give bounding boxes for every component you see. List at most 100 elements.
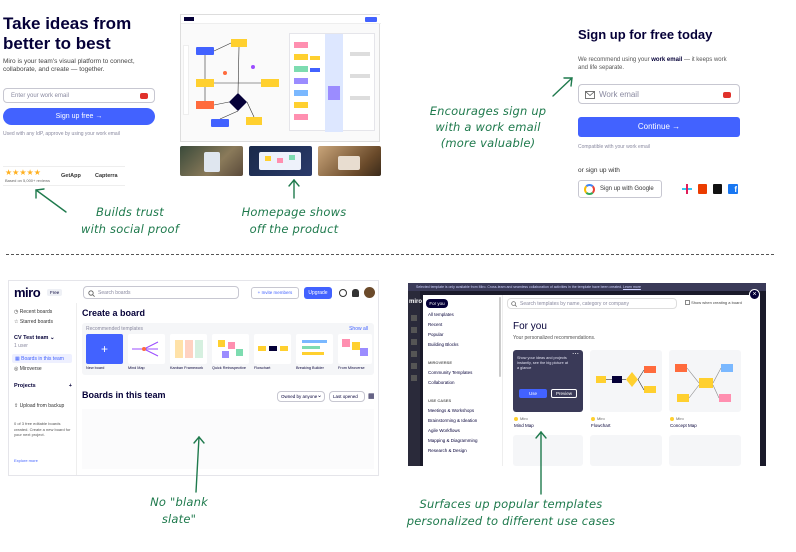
upgrade-button[interactable]: Upgrade xyxy=(304,287,332,299)
board-logo-icon xyxy=(184,17,194,21)
template-thumb[interactable] xyxy=(254,334,291,364)
hero-headline: Take ideas from better to best xyxy=(3,14,132,53)
category-item[interactable]: Collaboration xyxy=(428,380,455,385)
template-thumb[interactable] xyxy=(170,334,207,364)
checkbox-label: Show when creating a board xyxy=(691,300,742,305)
close-modal-button[interactable]: × xyxy=(749,289,760,300)
avatar[interactable] xyxy=(364,287,375,298)
team-sub: 1 user xyxy=(14,343,28,349)
preview-template-button[interactable]: Preview xyxy=(551,389,577,398)
template-card-mindmap[interactable]: ⋯ Show your ideas and projects instantly… xyxy=(513,350,583,412)
checkbox-icon xyxy=(685,300,690,306)
shape-tool-icon[interactable] xyxy=(411,363,417,369)
promo-text: 0 of 3 free editable boards created. Cre… xyxy=(14,421,71,437)
category-scrollbar[interactable] xyxy=(499,297,501,377)
hero-signup-button[interactable]: Sign up free → xyxy=(3,108,155,125)
category-item[interactable]: Recent xyxy=(428,322,443,327)
miroverse-section-label: MIROVERSE xyxy=(428,360,453,365)
board-table xyxy=(289,33,375,132)
more-options-icon[interactable]: ⋯ xyxy=(572,351,579,358)
sidebar-item-team-boards[interactable]: ▦ Boards in this team xyxy=(12,354,72,363)
sort-select[interactable]: Last opened xyxy=(329,391,365,402)
card-description: Show your ideas and projects instantly, … xyxy=(517,356,569,370)
sidebar-item-label: Boards in this team xyxy=(21,356,64,362)
annotation-line: (more valuable) xyxy=(440,136,536,150)
projects-header[interactable]: Projects + xyxy=(14,383,72,389)
template-card-partial[interactable] xyxy=(513,435,583,466)
chevron-down-icon: ⌄ xyxy=(49,335,55,341)
search-icon xyxy=(88,290,95,297)
google-signup-button[interactable]: Sign up with Google xyxy=(578,180,662,198)
password-manager-icon xyxy=(723,92,731,98)
annotation-work-email: Encourages sign up with a work email (mo… xyxy=(398,103,578,151)
annotation-line: personalized to different use cases xyxy=(406,514,616,528)
show-on-create-checkbox[interactable]: Show when creating a board xyxy=(685,300,742,306)
boards-empty-area xyxy=(82,409,374,469)
facebook-icon[interactable]: f xyxy=(728,184,738,194)
template-thumb[interactable] xyxy=(128,334,165,364)
template-tool-icon[interactable] xyxy=(411,327,417,333)
slack-icon[interactable] xyxy=(682,184,692,194)
use-template-button[interactable]: Use xyxy=(519,389,547,398)
miro-author-icon xyxy=(514,417,518,421)
or-sign-up-with: or sign up with xyxy=(578,167,620,174)
picker-banner-link[interactable]: Learn more xyxy=(623,285,641,289)
category-item[interactable]: Building Blocks xyxy=(428,342,459,347)
text-tool-icon[interactable] xyxy=(411,339,417,345)
template-card-flowchart[interactable] xyxy=(590,350,662,412)
category-item[interactable]: All templates xyxy=(428,312,454,317)
signup-email-field[interactable]: Work email xyxy=(578,84,740,104)
help-icon[interactable] xyxy=(339,289,347,297)
office-icon[interactable] xyxy=(698,184,707,194)
template-thumb[interactable] xyxy=(338,334,372,364)
sticky-tool-icon[interactable] xyxy=(411,351,417,357)
invite-members-button[interactable]: + Invite members xyxy=(251,287,299,299)
photo-team-board xyxy=(249,146,312,176)
template-label: Breaking Builder xyxy=(296,366,324,370)
board-share-button[interactable] xyxy=(365,17,377,22)
cursor-tool-icon[interactable] xyxy=(411,315,417,321)
upload-backup-link[interactable]: ⇪ Upload from backup xyxy=(14,403,64,409)
owner-filter-select[interactable]: Owned by anyone ⌄ xyxy=(277,391,325,402)
grid-view-icon[interactable]: ▦ xyxy=(368,393,375,400)
template-card-partial[interactable] xyxy=(669,435,741,466)
category-item[interactable]: Meetings & Workshops xyxy=(428,408,475,413)
sidebar-item-miroverse[interactable]: ◎ Miroverse xyxy=(14,366,42,372)
template-search-input[interactable]: Search templates by name, category or co… xyxy=(507,298,677,309)
team-switcher[interactable]: CV Test team ⌄ xyxy=(14,335,55,341)
continue-button[interactable]: Continue → xyxy=(578,117,740,137)
category-item[interactable]: Research & Design xyxy=(428,448,467,453)
template-thumb[interactable] xyxy=(212,334,249,364)
hero-email-placeholder: Enter your work email xyxy=(11,93,70,99)
category-for-you[interactable]: For you xyxy=(426,299,448,308)
dashboard-logo[interactable]: miro xyxy=(14,285,41,300)
apple-icon[interactable] xyxy=(713,184,722,194)
category-item[interactable]: Mapping & Diagramming xyxy=(428,438,478,443)
sidebar-item-recent[interactable]: ◷ Recent boards xyxy=(14,309,52,315)
sidebar-item-starred[interactable]: ☆ Starred boards xyxy=(14,319,53,325)
category-item[interactable]: Popular xyxy=(428,332,444,337)
new-board-tile[interactable]: + xyxy=(86,334,123,364)
promo-link[interactable]: Explore more xyxy=(14,458,38,463)
annotation-homepage: Homepage shows off the product xyxy=(224,204,364,238)
pen-tool-icon[interactable] xyxy=(411,375,417,381)
board-search-input[interactable]: Search boards xyxy=(83,286,239,299)
annotation-line: with social proof xyxy=(80,222,180,236)
show-all-link[interactable]: Show all xyxy=(349,326,368,332)
annotation-line: Homepage shows xyxy=(241,205,347,219)
category-item[interactable]: Agile Workflows xyxy=(428,428,460,433)
grid-icon: ▦ xyxy=(15,356,20,362)
annotation-no-blank-slate: No "blank slate" xyxy=(124,494,234,528)
social-proof-strip: ★★★★★ Based on 5,000+ reviews GetApp Cap… xyxy=(3,166,125,186)
upload-icon: ⇪ xyxy=(14,403,19,409)
add-project-icon[interactable]: + xyxy=(68,383,72,389)
hero-email-field[interactable]: Enter your work email xyxy=(3,88,155,103)
category-item[interactable]: Community Templates xyxy=(428,370,473,375)
template-thumb[interactable] xyxy=(296,334,333,364)
template-card-concept-map[interactable] xyxy=(669,350,741,412)
template-card-partial[interactable] xyxy=(590,435,662,466)
category-item[interactable]: Brainstorming & Ideation xyxy=(428,418,478,423)
annotation-line: Surfaces up popular templates xyxy=(419,497,603,511)
bell-icon[interactable] xyxy=(352,289,359,297)
template-label: Kanban Framework xyxy=(170,366,204,370)
